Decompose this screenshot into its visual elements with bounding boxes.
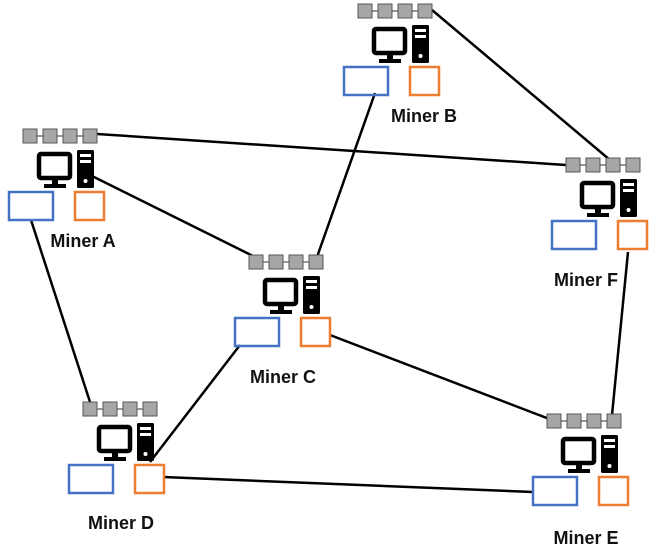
block xyxy=(625,157,641,173)
block xyxy=(268,254,284,270)
miner-label: Miner C xyxy=(250,367,316,387)
blue-box xyxy=(342,65,390,97)
blue-box xyxy=(233,316,281,348)
edge-C-E xyxy=(329,333,553,422)
monitor-icon xyxy=(579,180,616,217)
orange-box xyxy=(597,475,630,507)
edges xyxy=(29,9,630,494)
blue-box xyxy=(550,219,598,251)
block xyxy=(566,413,582,429)
monitor-icon xyxy=(96,424,133,461)
monitor-icon xyxy=(262,277,299,314)
miner-node-c[interactable]: Miner C xyxy=(233,254,332,387)
blue-box xyxy=(67,463,115,495)
tower-pc-icon xyxy=(601,435,618,473)
miner-label: Miner D xyxy=(88,513,154,533)
tower-pc-icon xyxy=(303,276,320,314)
orange-box xyxy=(616,219,649,251)
block xyxy=(248,254,264,270)
block xyxy=(22,128,38,144)
block xyxy=(585,157,601,173)
edge-A-F xyxy=(96,132,567,167)
blockchain-icon xyxy=(546,413,622,429)
block xyxy=(605,157,621,173)
edge-C-D xyxy=(149,344,241,463)
blockchain-icon xyxy=(82,401,158,417)
blockchain-icon xyxy=(22,128,98,144)
block xyxy=(565,157,581,173)
block xyxy=(288,254,304,270)
monitor-icon xyxy=(36,151,73,188)
edge-D-E xyxy=(162,475,534,494)
block xyxy=(82,401,98,417)
edge-B-C xyxy=(315,92,377,258)
block xyxy=(397,3,413,19)
block xyxy=(308,254,324,270)
miner-node-b[interactable]: Miner B xyxy=(342,3,457,126)
miner-node-f[interactable]: Miner F xyxy=(550,157,649,290)
orange-box xyxy=(73,190,106,222)
block xyxy=(142,401,158,417)
miner-label: Miner A xyxy=(50,231,115,251)
blue-box xyxy=(531,475,579,507)
block xyxy=(586,413,602,429)
tower-pc-icon xyxy=(77,150,94,188)
block xyxy=(606,413,622,429)
block xyxy=(122,401,138,417)
blockchain-icon xyxy=(357,3,433,19)
miner-node-e[interactable]: Miner E xyxy=(531,413,630,548)
orange-box xyxy=(408,65,441,97)
edge-A-C xyxy=(91,174,254,258)
blockchain-icon xyxy=(565,157,641,173)
block xyxy=(377,3,393,19)
edge-A-D xyxy=(29,219,92,403)
miner-node-a[interactable]: Miner A xyxy=(7,128,116,251)
tower-pc-icon xyxy=(620,179,637,217)
block xyxy=(546,413,562,429)
blue-box xyxy=(7,190,55,222)
miner-label: Miner E xyxy=(553,528,618,548)
block xyxy=(417,3,433,19)
edge-F-E xyxy=(610,251,630,416)
block xyxy=(357,3,373,19)
miner-node-d[interactable]: Miner D xyxy=(67,401,166,533)
blockchain-icon xyxy=(248,254,324,270)
miner-label: Miner F xyxy=(554,270,618,290)
edge-B-F xyxy=(431,9,611,161)
block xyxy=(82,128,98,144)
block xyxy=(42,128,58,144)
tower-pc-icon xyxy=(137,423,154,461)
block xyxy=(102,401,118,417)
orange-box xyxy=(299,316,332,348)
monitor-icon xyxy=(371,26,408,63)
tower-pc-icon xyxy=(412,25,429,63)
block xyxy=(62,128,78,144)
orange-box xyxy=(133,463,166,495)
miner-label: Miner B xyxy=(391,106,457,126)
monitor-icon xyxy=(560,436,597,473)
